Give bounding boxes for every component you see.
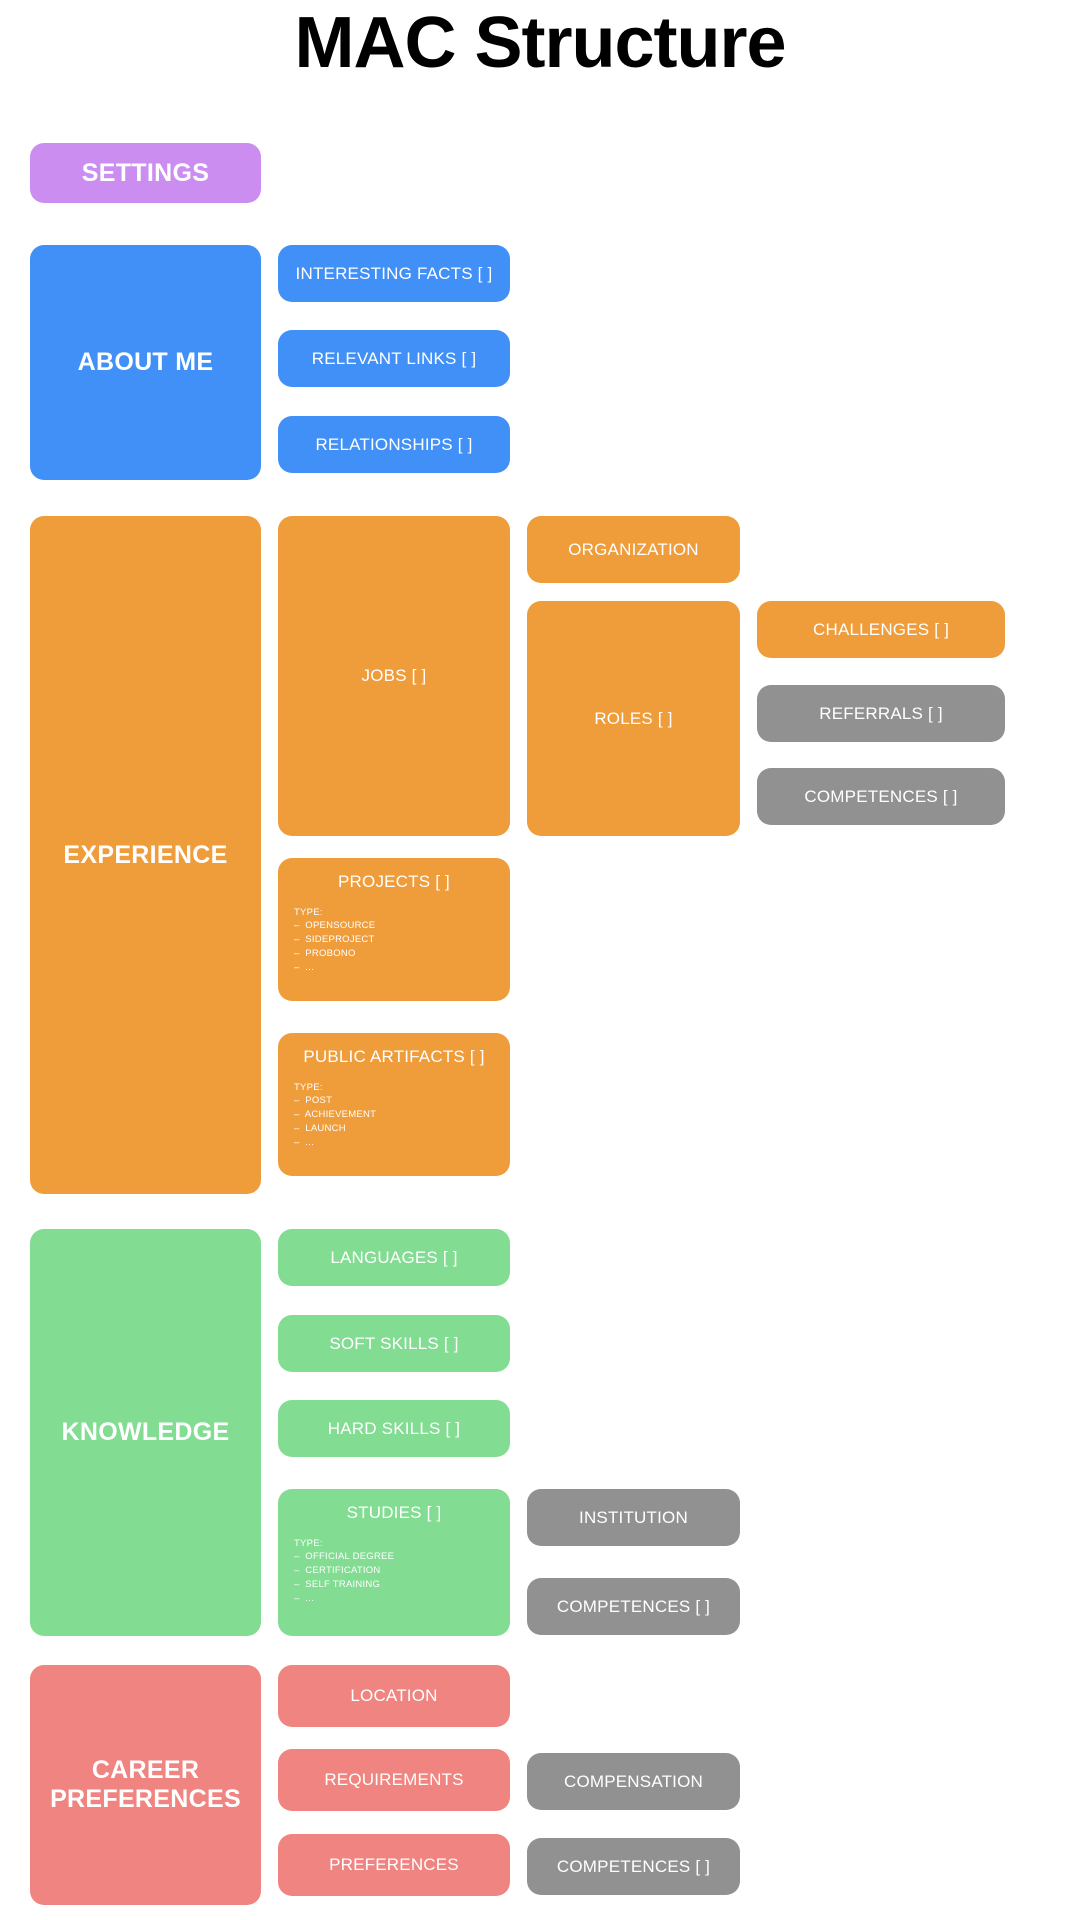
type-item: – SELF TRAINING [294,1578,381,1590]
type-item: – ACHIEVEMENT [294,1109,377,1121]
knowledge-card[interactable]: KNOWLEDGE [30,1229,261,1636]
experience-card[interactable]: EXPERIENCE [30,516,261,1194]
knowledge-hard-skills-card[interactable]: HARD SKILLS [ ] [278,1400,510,1457]
knowledge-studies-title: STUDIES [ ] [346,1503,442,1522]
type-item: – ... [294,1592,314,1604]
experience-jobs-card[interactable]: JOBS [ ] [278,516,510,836]
type-item: – SIDEPROJECT [294,934,375,946]
type-item: – POST [294,1095,333,1107]
knowledge-studies-card[interactable]: STUDIES [ ] TYPE: – OFFICIAL DEGREE – CE… [278,1489,510,1636]
knowledge-institution-card[interactable]: INSTITUTION [527,1489,740,1546]
knowledge-competences-card[interactable]: COMPETENCES [ ] [527,1578,740,1635]
experience-projects-type-list: TYPE: – OPENSOURCE – SIDEPROJECT – PROBO… [294,906,494,975]
type-label: TYPE: [294,1537,323,1549]
type-item: – OPENSOURCE [294,920,376,932]
page-title: MAC Structure [294,3,786,83]
type-item: – LAUNCH [294,1122,346,1134]
experience-public-artifacts-type-list: TYPE: – POST – ACHIEVEMENT – LAUNCH – ..… [294,1081,494,1150]
career-preferences-card[interactable]: CAREER PREFERENCES [30,1665,261,1905]
about-me-interesting-facts-card[interactable]: INTERESTING FACTS [ ] [278,245,510,302]
experience-roles-card[interactable]: ROLES [ ] [527,601,740,836]
knowledge-languages-card[interactable]: LANGUAGES [ ] [278,1229,510,1286]
experience-projects-title: PROJECTS [ ] [338,872,450,891]
experience-challenges-card[interactable]: CHALLENGES [ ] [757,601,1005,658]
experience-referrals-card[interactable]: REFERRALS [ ] [757,685,1005,742]
type-item: – CERTIFICATION [294,1565,381,1577]
type-label: TYPE: [294,1081,323,1093]
experience-competences-card[interactable]: COMPETENCES [ ] [757,768,1005,825]
type-item: – OFFICIAL DEGREE [294,1551,395,1563]
type-item: – PROBONO [294,947,356,959]
about-me-relationships-card[interactable]: RELATIONSHIPS [ ] [278,416,510,473]
experience-public-artifacts-title: PUBLIC ARTIFACTS [ ] [303,1047,485,1066]
career-preferences-preferences-card[interactable]: PREFERENCES [278,1834,510,1896]
type-label: TYPE: [294,906,323,918]
experience-public-artifacts-card[interactable]: PUBLIC ARTIFACTS [ ] TYPE: – POST – ACHI… [278,1033,510,1176]
type-item: – ... [294,961,314,973]
experience-organization-card[interactable]: ORGANIZATION [527,516,740,583]
type-item: – ... [294,1136,314,1148]
knowledge-soft-skills-card[interactable]: SOFT SKILLS [ ] [278,1315,510,1372]
career-preferences-competences-card[interactable]: COMPETENCES [ ] [527,1838,740,1895]
about-me-card[interactable]: ABOUT ME [30,245,261,480]
experience-projects-card[interactable]: PROJECTS [ ] TYPE: – OPENSOURCE – SIDEPR… [278,858,510,1001]
career-preferences-compensation-card[interactable]: COMPENSATION [527,1753,740,1810]
about-me-relevant-links-card[interactable]: RELEVANT LINKS [ ] [278,330,510,387]
career-preferences-requirements-card[interactable]: REQUIREMENTS [278,1749,510,1811]
settings-card[interactable]: SETTINGS [30,143,261,203]
career-preferences-location-card[interactable]: LOCATION [278,1665,510,1727]
knowledge-studies-type-list: TYPE: – OFFICIAL DEGREE – CERTIFICATION … [294,1537,494,1606]
